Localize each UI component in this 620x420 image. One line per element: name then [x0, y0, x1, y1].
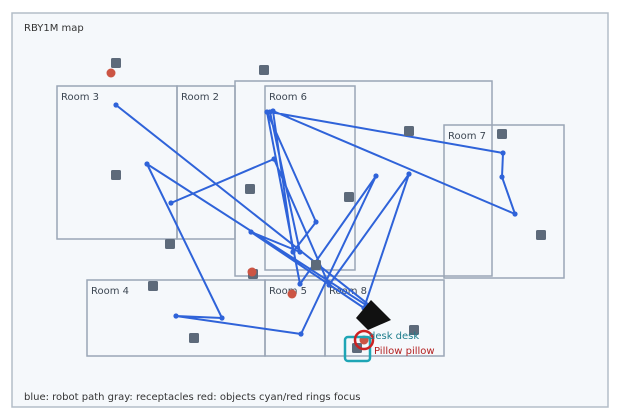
- room-room-8: [324, 279, 445, 357]
- map-title: RBY1M map: [24, 23, 84, 34]
- focus-receptacle-ring: [343, 335, 372, 363]
- path-waypoint: [298, 331, 304, 337]
- receptacle-marker: [245, 184, 255, 194]
- path-waypoint: [113, 102, 119, 108]
- path-waypoint: [173, 313, 179, 319]
- room-label-room-8: Room 8: [329, 286, 367, 297]
- object-marker: [287, 289, 297, 299]
- receptacle-marker: [409, 325, 419, 335]
- room-label-room-3: Room 3: [61, 92, 99, 103]
- path-waypoint: [326, 282, 332, 288]
- path-waypoint: [512, 211, 518, 217]
- receptacle-marker: [165, 239, 175, 249]
- path-waypoint: [271, 156, 277, 162]
- receptacle-marker: [536, 230, 546, 240]
- object-marker: [106, 68, 116, 78]
- focus-object-ring: [353, 329, 375, 351]
- path-waypoint: [168, 200, 174, 206]
- receptacle-marker: [111, 170, 121, 180]
- receptacle-marker: [148, 281, 158, 291]
- focus-object-label: Pillow pillow: [374, 346, 435, 357]
- room-label-room-7: Room 7: [448, 131, 486, 142]
- object-marker: [247, 267, 257, 277]
- legend-text: blue: robot path gray: receptacles red: …: [24, 392, 361, 403]
- receptacle-marker: [497, 129, 507, 139]
- path-waypoint: [290, 249, 296, 255]
- receptacle-marker: [189, 333, 199, 343]
- room-label-room-4: Room 4: [91, 286, 129, 297]
- path-waypoint: [219, 315, 225, 321]
- room-label-room-5: Room 5: [269, 286, 307, 297]
- path-waypoint: [406, 171, 412, 177]
- path-waypoint: [297, 281, 303, 287]
- path-waypoint: [373, 173, 379, 179]
- path-waypoint: [500, 150, 506, 156]
- room-room-7: [443, 124, 565, 279]
- path-waypoint: [313, 219, 319, 225]
- path-waypoint: [248, 229, 254, 235]
- path-waypoint: [267, 109, 273, 115]
- receptacle-marker: [311, 260, 321, 270]
- receptacle-marker: [344, 192, 354, 202]
- focus-group: desk desk Pillow pillow: [343, 300, 435, 363]
- path-waypoint: [499, 174, 505, 180]
- path-waypoint: [144, 161, 150, 167]
- receptacle-marker: [111, 58, 121, 68]
- receptacle-marker: [352, 343, 362, 353]
- focus-receptacle-label: desk desk: [369, 331, 419, 342]
- receptacle-marker: [259, 65, 269, 75]
- robot-arrow-icon: [356, 300, 391, 330]
- room-room-2: [176, 85, 236, 240]
- room-label-room-6: Room 6: [269, 92, 307, 103]
- room-label-room-2: Room 2: [181, 92, 219, 103]
- receptacle-marker: [404, 126, 414, 136]
- path-waypoint: [297, 249, 303, 255]
- robot-path: [113, 102, 518, 337]
